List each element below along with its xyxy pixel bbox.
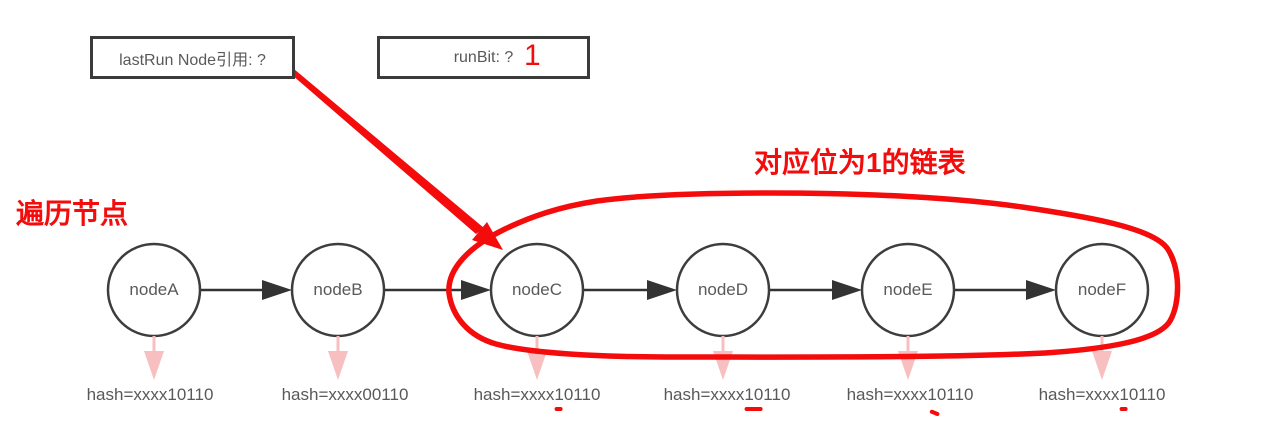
node-label-nodeE: nodeE [883, 280, 933, 299]
lastrun-reference-label: lastRun Node引用: ? [119, 51, 266, 69]
node-label-nodeF: nodeF [1077, 280, 1127, 299]
runbit-label: runBit: ? [453, 48, 514, 66]
pink-down-arrow-nodeF [1092, 336, 1112, 380]
node-label-nodeC: nodeC [511, 280, 563, 299]
lastrun-pointer-arrow [277, 59, 503, 250]
node-label-nodeD: nodeD [697, 280, 749, 299]
hash-text: 0110 [936, 385, 974, 404]
hash-marked-bit: 1 [1119, 385, 1129, 404]
hash-label-nodeC: hash=xxxx10110 [474, 385, 601, 405]
arrowhead-d-to-e [832, 280, 862, 300]
hash-text: hash=xxxx10110 [86, 385, 214, 404]
hash-label-nodeB: hash=xxxx00110 [282, 385, 409, 405]
hash-text: hash=xxxx [663, 385, 745, 404]
hash-marked-bit: 1 [554, 385, 564, 404]
hash-label-nodeD: hash=xxxx10110 [664, 385, 791, 405]
pink-down-arrow-nodeA [144, 336, 164, 380]
arrowhead-e-to-f [1026, 280, 1056, 300]
bit1-linked-list-label: 对应位为1的链表 [754, 147, 966, 178]
traverse-node-label: 遍历节点 [16, 198, 129, 229]
hash-text: hash=xxxx [1038, 385, 1120, 404]
red-highlight-loop [446, 190, 1181, 360]
lastrun-pointer-shaft [277, 59, 484, 234]
hash-marked-bit: 1 [927, 385, 937, 404]
node-label-nodeA: nodeA [129, 280, 179, 299]
hash-label-nodeA: hash=xxxx10110 [87, 385, 214, 405]
hash-text: 0110 [563, 385, 601, 404]
hash-label-nodeE: hash=xxxx10110 [847, 385, 974, 405]
hash-marked-bit: 10 [744, 385, 764, 404]
lastrun-reference-box: lastRun Node引用: ? [90, 36, 295, 79]
hash-text: hash=xxxx [473, 385, 555, 404]
hash-text: 0110 [1128, 385, 1166, 404]
hash-label-nodeF: hash=xxxx10110 [1039, 385, 1166, 405]
arrowhead-b-to-c [461, 280, 491, 300]
hash-text: 110 [763, 385, 791, 404]
runbit-box: runBit: ? [377, 36, 590, 79]
pink-down-arrow-nodeB [328, 336, 348, 380]
node-circles [106, 242, 1150, 338]
arrowhead-a-to-b [262, 280, 292, 300]
node-connector-arrows [200, 280, 1056, 300]
runbit-value: 1 [524, 39, 541, 72]
node-label-nodeB: nodeB [313, 280, 363, 299]
pink-down-arrow-nodeC [527, 336, 547, 380]
hash-text: hash=xxxx [846, 385, 928, 404]
arrowhead-c-to-d [647, 280, 677, 300]
lastrun-pointer-head [472, 222, 503, 250]
hash-text: hash=xxxx00110 [281, 385, 409, 404]
